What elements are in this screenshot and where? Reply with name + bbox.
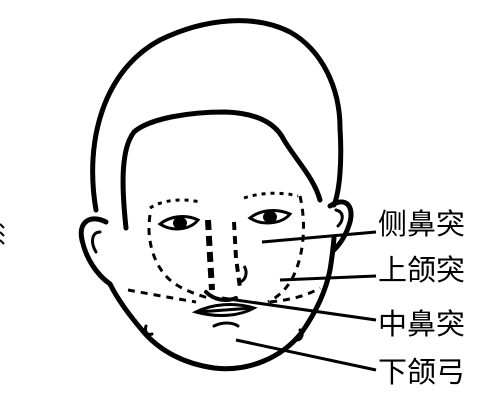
right-eye bbox=[247, 209, 293, 225]
left-ear bbox=[78, 216, 113, 287]
left-cheek-dashed-line bbox=[127, 288, 197, 304]
right-cheek-dashed-line bbox=[269, 286, 321, 304]
right-ear bbox=[327, 199, 354, 253]
leader-line-maxillary bbox=[279, 274, 377, 282]
left-eyebrow bbox=[149, 198, 201, 210]
label-maxillary-process: 上颌突 bbox=[378, 253, 466, 287]
left-jaw-mark bbox=[144, 324, 154, 336]
mouth bbox=[191, 303, 258, 317]
left-ear-inner bbox=[91, 230, 102, 254]
leader-line-medial-nasal bbox=[221, 296, 377, 322]
nasal-right-dashed-line bbox=[232, 221, 242, 289]
label-medial-nasal-process: 中鼻突 bbox=[378, 307, 466, 341]
hair-outline bbox=[90, 18, 344, 213]
nostril-mark bbox=[239, 265, 248, 284]
leader-line-lateral-nasal bbox=[261, 230, 377, 244]
label-lateral-nasal-process: 侧鼻突 bbox=[378, 207, 466, 241]
nasal-left-dashed-line bbox=[205, 219, 215, 291]
right-eyebrow bbox=[243, 191, 299, 200]
hairline bbox=[120, 109, 323, 231]
left-eye bbox=[157, 215, 201, 231]
right-jaw-mark bbox=[294, 328, 304, 342]
left-pupil bbox=[173, 217, 187, 229]
left-maxillary-dashed-boundary bbox=[147, 214, 209, 300]
right-pupil bbox=[263, 211, 277, 223]
mouth-line bbox=[197, 306, 253, 314]
left-edge-mark bbox=[0, 223, 5, 245]
label-mandibular-arch: 下颌弓 bbox=[378, 355, 466, 389]
face-contour bbox=[107, 235, 337, 372]
right-maxillary-dashed-boundary bbox=[267, 195, 305, 304]
leader-line-mandibular bbox=[235, 338, 377, 372]
lower-lip bbox=[212, 321, 240, 328]
right-ear-inner bbox=[334, 208, 344, 228]
